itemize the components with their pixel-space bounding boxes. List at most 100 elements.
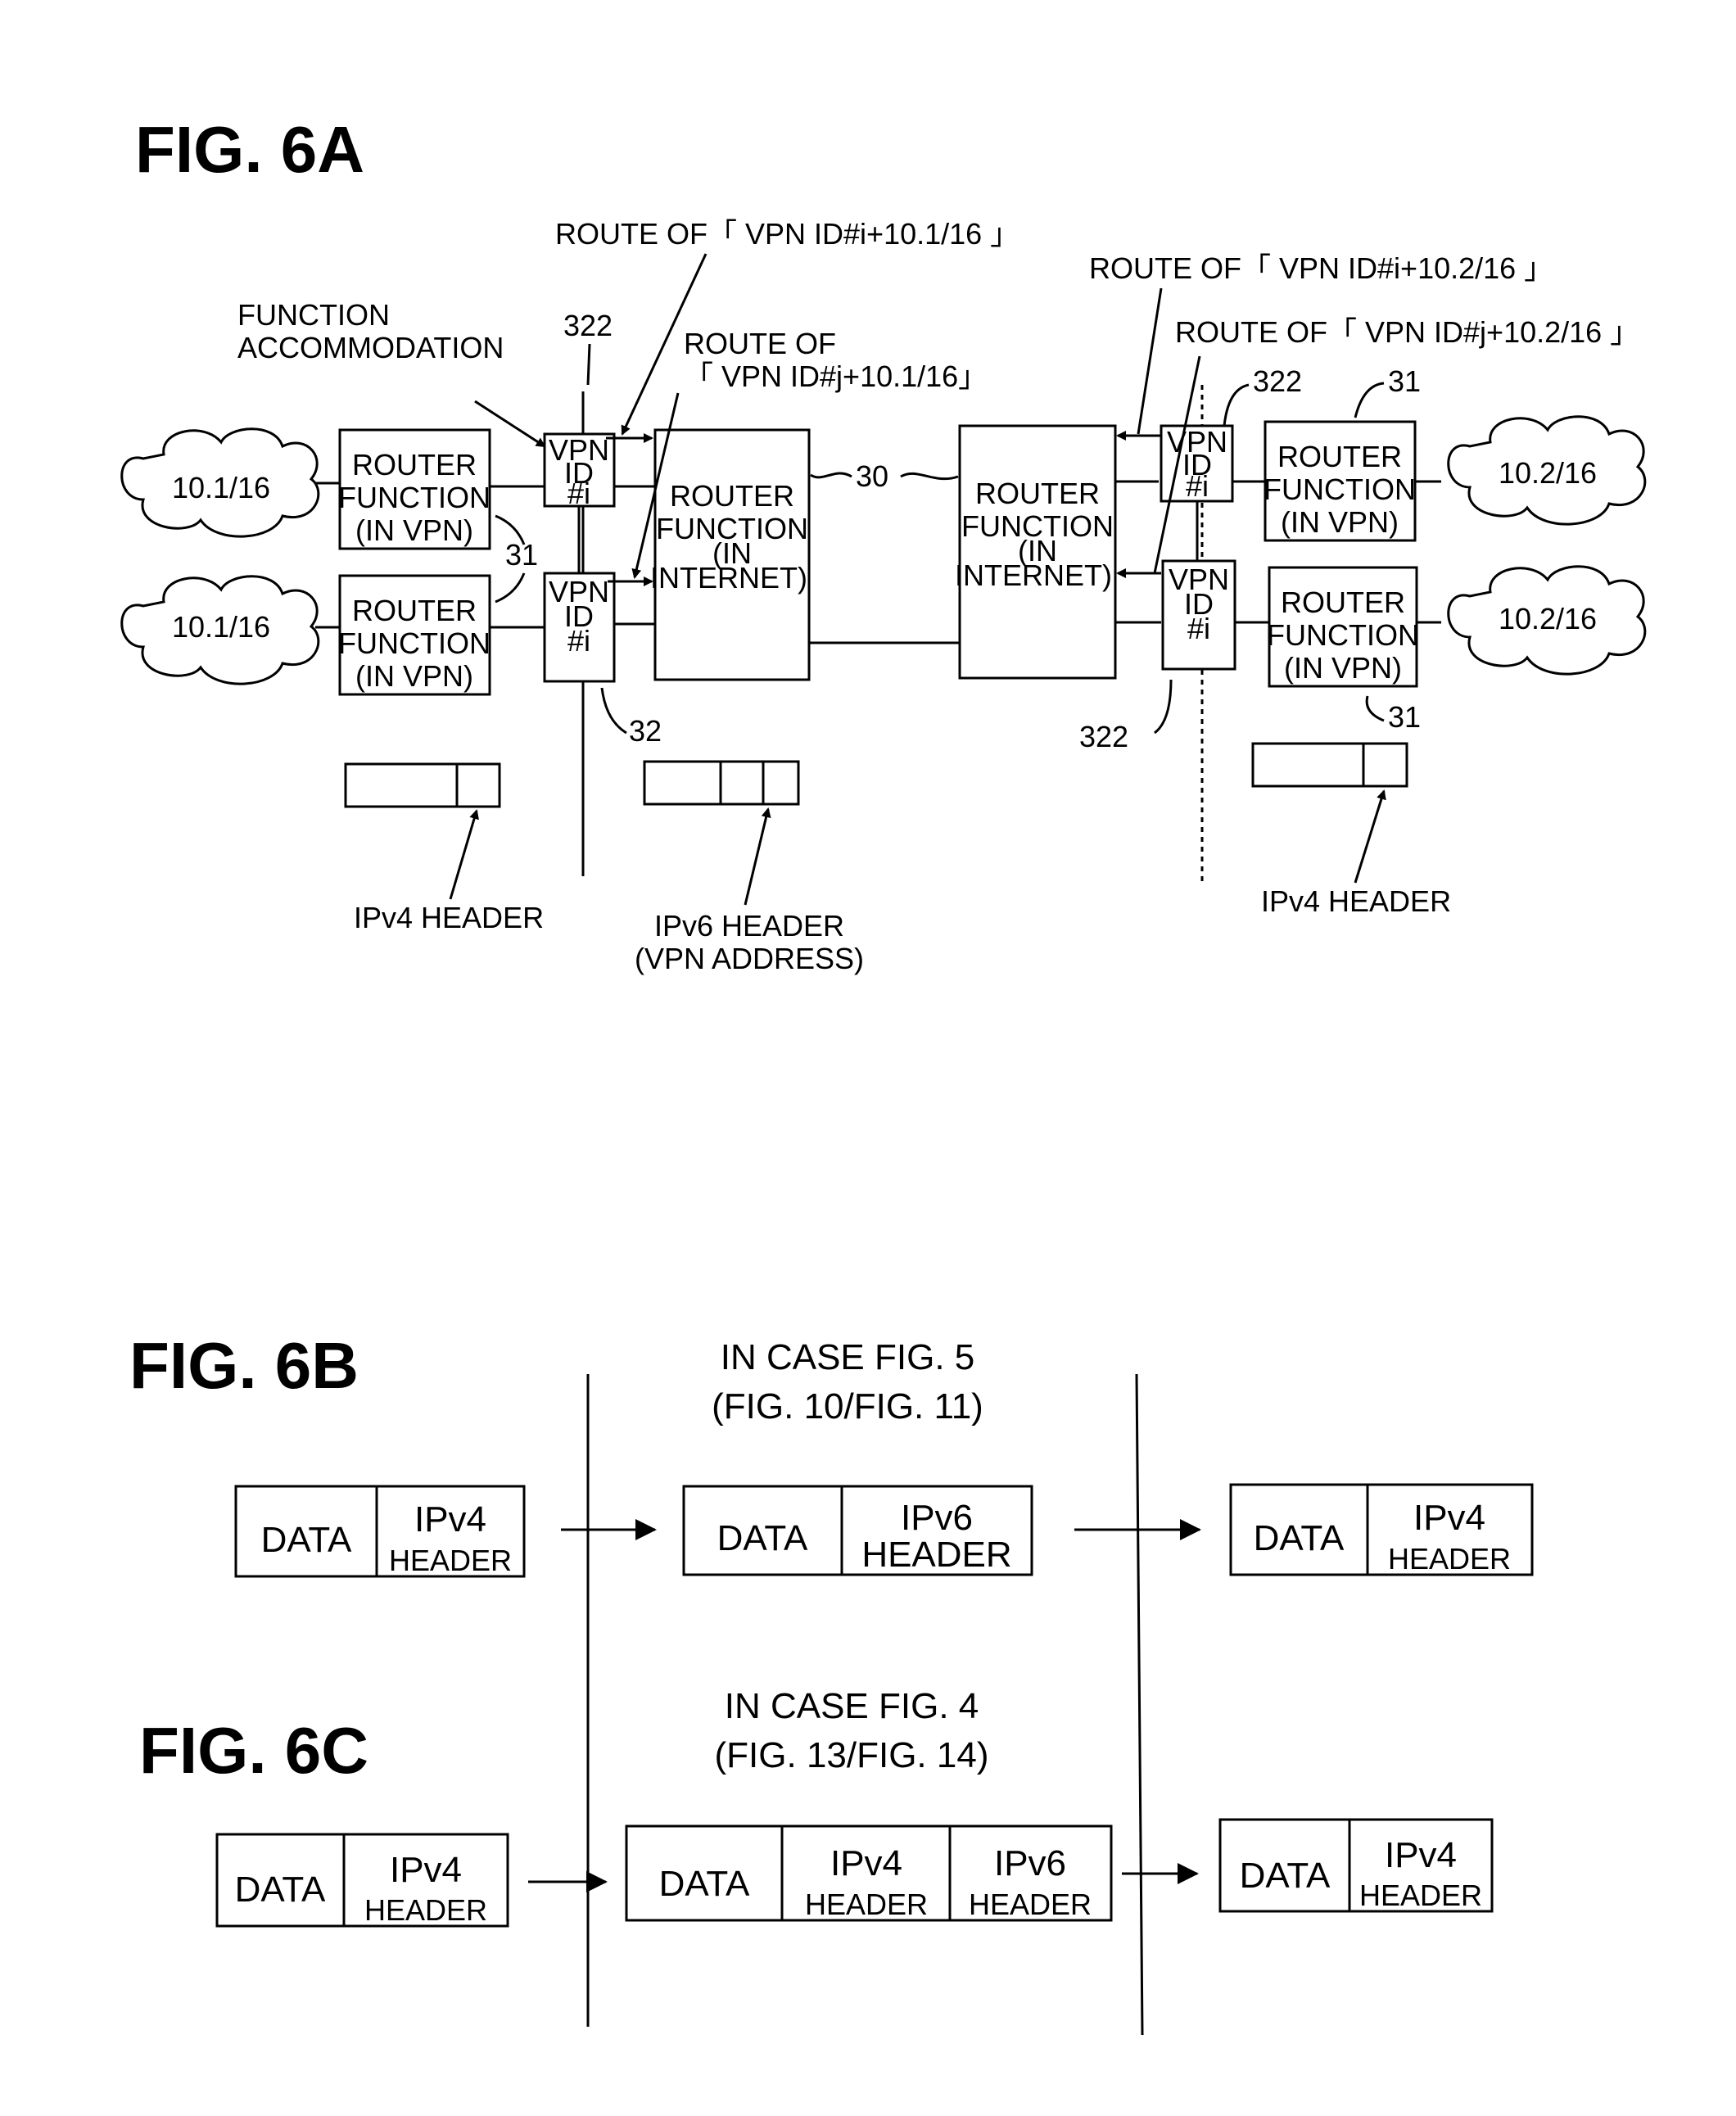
label-ipv4-header-left: IPv4 HEADER [354, 901, 544, 934]
router-vpn-right-bottom-line1: ROUTER [1281, 586, 1405, 619]
vpn-id-box-left-bottom-line3: #i [567, 624, 590, 658]
route-label-j-10-2: ROUTE OF「 VPN ID#j+10.2/16 」 [1175, 315, 1639, 349]
fig6b-title: FIG. 6B [129, 1329, 359, 1402]
fig6b-packet-right: DATA IPv4 HEADER [1231, 1485, 1532, 1576]
fig6b-packet-left: DATA IPv4 HEADER [236, 1486, 524, 1577]
divider-right [1137, 1374, 1142, 2035]
fig6b-case-line2: (FIG. 10/FIG. 11) [712, 1386, 983, 1426]
packet-ipv4-right [1253, 744, 1407, 786]
label-ipv6-header: IPv6 HEADER [654, 909, 844, 943]
fig6c-left-ipv4: IPv4 [390, 1850, 462, 1890]
ref-31-top-right: 31 [1388, 364, 1421, 398]
fig6c-left-data: DATA [235, 1870, 326, 1910]
fig6b-middle-data: DATA [717, 1518, 808, 1558]
ref-30: 30 [856, 459, 888, 493]
route-label-j-10-1-line2: 「 VPN ID#j+10.1/16」 [684, 359, 988, 393]
ref-32: 32 [629, 714, 662, 748]
vpn-id-box-left-bottom: VPN ID #i [545, 573, 614, 681]
fig6a-title: FIG. 6A [135, 113, 364, 186]
leader-30-left [811, 473, 852, 477]
arrow-ipv4-right [1355, 791, 1384, 883]
vpn-id-box-right-bottom-line3: #i [1187, 612, 1210, 645]
router-vpn-left-bottom-line3: (IN VPN) [355, 659, 473, 693]
fig6c-middle-header: HEADER [805, 1888, 928, 1921]
router-internet-left-line1: ROUTER [670, 479, 794, 513]
fig6b-packet-middle: DATA IPv6 HEADER [684, 1486, 1032, 1575]
route-label-i-10-2: ROUTE OF「 VPN ID#i+10.2/16 」 [1089, 251, 1553, 285]
router-vpn-left-top-line2: FUNCTION [338, 481, 491, 514]
router-vpn-left-top-line3: (IN VPN) [355, 513, 473, 547]
fig6b-middle-ipv6: IPv6 [901, 1498, 973, 1538]
fig6c-left-header: HEADER [364, 1893, 487, 1927]
fig6c-packet-left: DATA IPv4 HEADER [217, 1834, 508, 1927]
leader-322-top-left [588, 344, 590, 385]
router-vpn-left-top: ROUTER FUNCTION (IN VPN) [338, 430, 491, 549]
fig6c-case-line1: IN CASE FIG. 4 [725, 1686, 979, 1726]
fig6c-packet-middle: DATA IPv4 HEADER IPv6 HEADER [626, 1826, 1111, 1921]
vpn-id-box-left-top-line3: #i [567, 477, 590, 510]
ref-31-left: 31 [505, 538, 538, 572]
fig6c-middle-ipv4: IPv4 [830, 1843, 902, 1883]
packet-ipv4-left [346, 764, 500, 807]
ref-31-bottom-right: 31 [1388, 700, 1421, 734]
label-vpn-address: (VPN ADDRESS) [635, 942, 864, 975]
router-vpn-right-bottom: ROUTER FUNCTION (IN VPN) [1267, 567, 1419, 686]
fig6c-title: FIG. 6C [139, 1714, 368, 1787]
arrow-ipv6-middle [745, 809, 768, 905]
leader-322-top-right [1224, 385, 1249, 426]
label-ipv4-header-right: IPv4 HEADER [1261, 884, 1451, 918]
function-accommodation-line1: FUNCTION [237, 298, 390, 332]
fig6c-right-ipv4: IPv4 [1385, 1835, 1457, 1875]
router-vpn-right-top-line1: ROUTER [1277, 440, 1402, 473]
function-accommodation-line2: ACCOMMODATION [237, 331, 504, 364]
router-vpn-right-top: ROUTER FUNCTION (IN VPN) [1264, 422, 1416, 540]
cloud-right-bottom: 10.2/16 [1449, 567, 1645, 674]
router-vpn-left-bottom-line2: FUNCTION [338, 626, 491, 660]
fig6b-middle-header: HEADER [861, 1535, 1011, 1575]
vpn-id-box-right-bottom: VPN ID #i [1163, 561, 1235, 669]
route-label-i-10-1: ROUTE OF「 VPN ID#i+10.1/16 」 [555, 217, 1019, 251]
fig6c-right-header: HEADER [1359, 1879, 1482, 1912]
fig6b-left-data: DATA [261, 1520, 352, 1560]
ref-322-bottom-right: 322 [1079, 720, 1128, 753]
router-internet-right-line4: INTERNET) [955, 558, 1112, 592]
cloud-right-top-label: 10.2/16 [1499, 456, 1597, 490]
fig6c-right-data: DATA [1240, 1856, 1331, 1896]
fig6b-left-ipv4: IPv4 [414, 1499, 486, 1540]
router-vpn-left-bottom-line1: ROUTER [352, 594, 477, 627]
fig6b-right-ipv4: IPv4 [1413, 1498, 1485, 1538]
fig6b-case-line1: IN CASE FIG. 5 [721, 1337, 975, 1377]
fig6b-right-data: DATA [1254, 1518, 1345, 1558]
cloud-left-top: 10.1/16 [122, 429, 319, 536]
cloud-left-top-label: 10.1/16 [172, 471, 270, 504]
fig6c-middle-header-ipv6: HEADER [969, 1888, 1092, 1921]
router-vpn-left-top-line1: ROUTER [352, 448, 477, 482]
cloud-left-bottom: 10.1/16 [122, 576, 319, 684]
route-arrow-i-10-2 [1138, 288, 1161, 434]
fig6c-case-line2: (FIG. 13/FIG. 14) [715, 1735, 989, 1775]
vpn-id-box-left-top: VPN ID #i [545, 433, 614, 510]
leader-31-left-b [495, 573, 524, 602]
ref-322-top-right: 322 [1253, 364, 1302, 398]
router-vpn-right-top-line2: FUNCTION [1264, 472, 1416, 506]
ref-322-top-left: 322 [563, 309, 613, 342]
vpn-id-box-right-top-line3: #i [1186, 469, 1209, 503]
leader-31-bottom-right [1367, 696, 1384, 721]
cloud-left-bottom-label: 10.1/16 [172, 610, 270, 644]
router-vpn-left-bottom: ROUTER FUNCTION (IN VPN) [338, 576, 491, 694]
router-internet-left-line4: INTERNET) [650, 561, 807, 595]
router-vpn-right-bottom-line2: FUNCTION [1267, 618, 1419, 652]
leader-30-right [901, 473, 958, 478]
fig6c-middle-ipv6: IPv6 [994, 1843, 1066, 1883]
leader-322-bottom-right [1155, 680, 1171, 733]
router-vpn-right-bottom-line3: (IN VPN) [1284, 651, 1402, 685]
route-label-j-10-1-line1: ROUTE OF [684, 327, 836, 360]
arrow-ipv4-left [450, 811, 477, 899]
leader-32 [602, 688, 626, 733]
fig6c-middle-data: DATA [659, 1864, 750, 1904]
leader-31-top-right [1355, 383, 1384, 418]
cloud-right-top: 10.2/16 [1449, 417, 1645, 524]
fig6c-packet-right: DATA IPv4 HEADER [1220, 1820, 1492, 1912]
router-internet-right-line1: ROUTER [975, 477, 1100, 510]
